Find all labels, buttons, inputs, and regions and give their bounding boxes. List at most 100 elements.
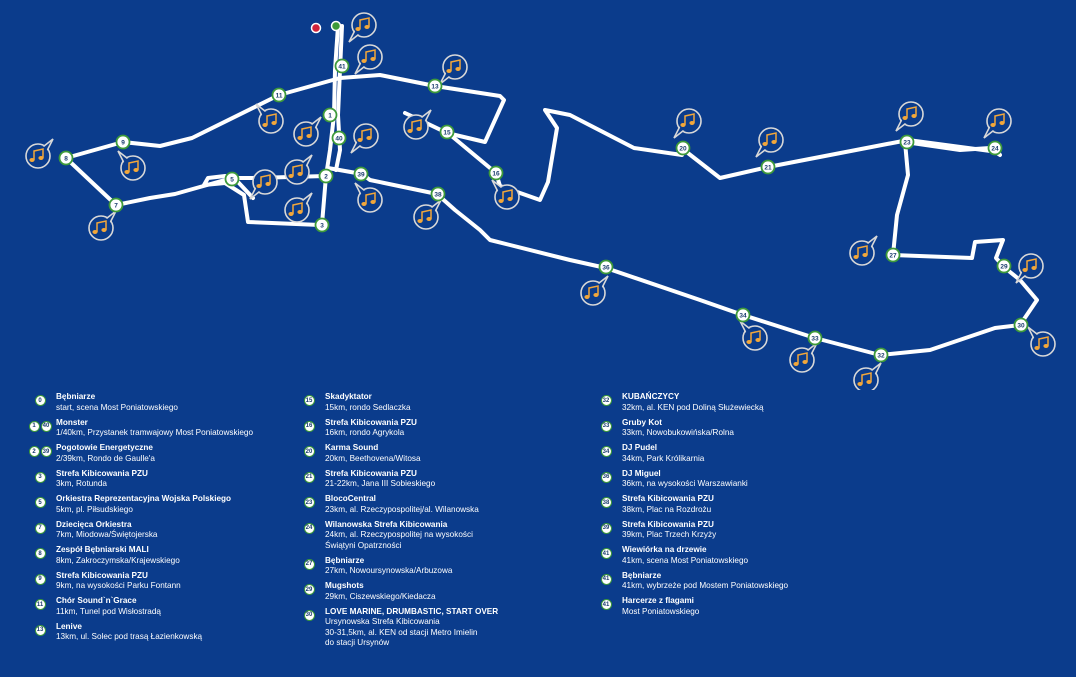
legend-name: Harcerze z flagami: [622, 596, 694, 605]
music-note-icon: [1015, 253, 1044, 284]
legend-name: Mugshots: [325, 581, 364, 590]
legend-km-badge: 41: [600, 599, 612, 610]
music-note-icon: [348, 12, 377, 43]
legend-km-badge: 7: [34, 522, 46, 534]
km-marker-23[interactable]: 23: [899, 134, 915, 150]
legend-badges: 34: [590, 443, 622, 457]
legend-location: Most Poniatowskiego: [622, 606, 700, 616]
legend-km-badge: 41: [600, 573, 612, 585]
km-marker-13[interactable]: 13: [427, 78, 443, 94]
legend-badges: 41: [590, 571, 622, 585]
km-marker-16[interactable]: 16: [488, 165, 504, 181]
legend-badges: 23: [293, 494, 325, 508]
legend-km-badge: 20: [303, 446, 315, 457]
legend-km-badge: 15: [303, 395, 315, 406]
legend-name: Strefa Kibicowania PZU: [622, 519, 714, 529]
music-note-icon: [354, 44, 383, 75]
music-note-icon: [673, 108, 702, 139]
km-marker-41[interactable]: 41: [334, 58, 350, 74]
route-segment: [64, 73, 506, 207]
legend-km-badge: 27: [303, 558, 315, 570]
legend-location: 38km, Plac na Rozdrożu: [622, 504, 712, 514]
music-note-icon: [293, 116, 322, 147]
km-marker-32[interactable]: 32: [873, 347, 889, 363]
km-marker-40[interactable]: 40: [331, 130, 347, 146]
legend-badges: 9: [24, 571, 56, 585]
km-marker-33[interactable]: 33: [807, 330, 823, 346]
legend-name: Strefa Kibicowania PZU: [622, 494, 714, 503]
legend-badges: 38: [590, 494, 622, 508]
legend-badges: 33: [590, 418, 622, 432]
legend-badges: 27: [293, 556, 325, 570]
km-marker-label: 7: [114, 202, 118, 209]
legend-km-badge: 41: [600, 548, 612, 559]
km-marker-label: 16: [492, 170, 500, 177]
legend-name: Chór Sound`n`Grace: [56, 596, 137, 605]
legend-km-badge: 29: [303, 584, 315, 595]
km-marker-11[interactable]: 11: [271, 87, 287, 103]
km-marker-7[interactable]: 7: [108, 197, 124, 213]
km-marker-label: 9: [121, 139, 125, 146]
km-marker-21[interactable]: 21: [760, 159, 776, 175]
km-marker-15[interactable]: 15: [439, 124, 455, 140]
legend-badges: 16: [293, 418, 325, 432]
km-marker-29[interactable]: 29: [996, 258, 1012, 274]
km-marker-label: 33: [811, 335, 819, 342]
legend-location: 41km, scena Most Poniatowskiego: [622, 555, 749, 565]
km-marker-24[interactable]: 24: [987, 140, 1003, 156]
km-marker-1[interactable]: 1: [322, 107, 338, 123]
km-marker-label: 2: [324, 173, 328, 180]
legend-km-badge: 13: [34, 624, 46, 636]
legend-location: start, scena Most Poniatowskiego: [56, 402, 178, 412]
km-marker-8[interactable]: 8: [58, 150, 74, 166]
legend-name: Strefa Kibicowania PZU: [325, 417, 417, 427]
km-marker-38[interactable]: 38: [430, 186, 446, 202]
music-note-icon: [789, 342, 818, 373]
km-marker-label: 30: [1017, 322, 1025, 329]
km-marker-39[interactable]: 39: [353, 166, 369, 182]
legend-location: 7km, Miodowa/Świętojerska: [56, 530, 158, 539]
km-marker-36[interactable]: 36: [598, 259, 614, 275]
music-note-icon: [25, 138, 54, 169]
km-marker-label: 11: [276, 92, 283, 99]
km-marker-30[interactable]: 30: [1013, 317, 1029, 333]
start-dot: [330, 20, 342, 32]
legend-location: 33km, Nowobukowińska/Rolna: [622, 428, 734, 437]
music-note-icon: [284, 154, 313, 185]
km-marker-27[interactable]: 27: [885, 247, 901, 263]
km-marker-3[interactable]: 3: [314, 217, 330, 233]
legend-location: 21-22km, Jana III Sobieskiego: [325, 479, 436, 488]
legend-location: 29km, Ciszewskiego/Kiedacza: [325, 591, 436, 601]
legend-location: 1/40km, Przystanek tramwajowy Most Ponia…: [56, 428, 254, 437]
km-marker-9[interactable]: 9: [115, 134, 131, 150]
km-marker-20[interactable]: 20: [675, 140, 691, 156]
legend-km-badge: 39: [600, 522, 612, 534]
legend-badges: 7: [24, 520, 56, 534]
km-marker-34[interactable]: 34: [735, 307, 751, 323]
legend-name: Dziecięca Orkiestra: [56, 519, 132, 529]
km-marker-2[interactable]: 2: [318, 168, 334, 184]
legend-km-badge: 33: [600, 420, 612, 432]
km-marker-5[interactable]: 5: [224, 171, 240, 187]
